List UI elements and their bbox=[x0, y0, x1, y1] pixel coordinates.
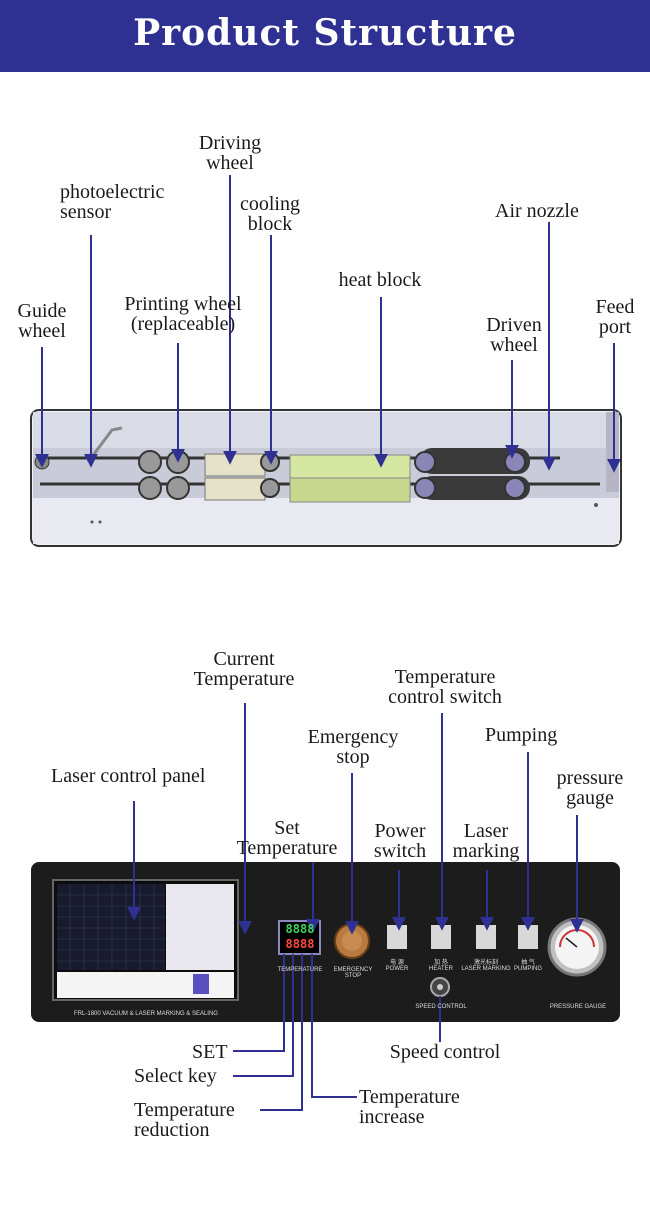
label-temperature-control-switch: Temperature control switch bbox=[388, 666, 502, 708]
label-pumping: Pumping bbox=[485, 724, 558, 746]
panel-emergency-text: EMERGENCY STOP bbox=[333, 967, 373, 979]
label-driving-wheel: Driving wheel bbox=[198, 132, 262, 174]
panel-pumping-text: PUMPING bbox=[513, 966, 542, 972]
page-title: Product Structure bbox=[133, 12, 517, 54]
panel-model-text: FRL-1800 VACUUM & LASER MARKING & SEALIN… bbox=[74, 1011, 218, 1017]
panel-leader-lines bbox=[127, 703, 584, 935]
sealing-machine bbox=[30, 409, 622, 547]
label-set: SET bbox=[192, 1041, 228, 1063]
panel-heater-cn: 加 热 bbox=[434, 960, 448, 966]
label-driven-wheel: Driven wheel bbox=[486, 314, 542, 356]
panel-gauge-text: PRESSURE GAUGE bbox=[549, 1004, 607, 1010]
label-printing-wheel: Printing wheel (replaceable) bbox=[124, 293, 242, 335]
label-guide-wheel: Guide wheel bbox=[17, 300, 67, 342]
machine-leader-lines bbox=[35, 175, 621, 473]
label-emergency-stop: Emergency stop bbox=[307, 726, 399, 768]
label-air-nozzle: Air nozzle bbox=[495, 200, 579, 222]
title-banner: Product Structure bbox=[0, 0, 650, 72]
panel-power-cn: 电 源 bbox=[390, 960, 404, 966]
label-temperature-increase: Temperature increase bbox=[359, 1086, 460, 1128]
label-photoelectric-sensor: photoelectric sensor bbox=[60, 181, 165, 223]
panel-speed-text: SPEED CONTROL bbox=[415, 1004, 467, 1010]
temperature-display-top: 8888 bbox=[285, 922, 315, 936]
panel-pumping-cn: 抽 气 bbox=[521, 960, 535, 966]
temperature-display-bottom: 8888 bbox=[285, 937, 315, 951]
key-callout-lines bbox=[233, 954, 441, 1111]
panel-laser-cn: 激光标刻 bbox=[473, 960, 498, 966]
control-panel bbox=[31, 862, 620, 1022]
label-heat-block: heat block bbox=[338, 269, 422, 291]
label-temperature-reduction: Temperature reduction bbox=[134, 1099, 235, 1141]
label-laser-control-panel: Laser control panel bbox=[51, 765, 206, 787]
label-power-switch: Power switch bbox=[373, 820, 427, 862]
label-feed-port: Feed port bbox=[595, 296, 635, 338]
label-speed-control: Speed control bbox=[389, 1041, 501, 1063]
panel-laser-text: LASER MARKING bbox=[461, 966, 511, 972]
label-select-key: Select key bbox=[134, 1065, 217, 1087]
label-pressure-gauge: pressure gauge bbox=[556, 767, 624, 809]
panel-power-text: POWER bbox=[385, 966, 409, 972]
label-set-temperature: Set Temperature bbox=[236, 817, 338, 859]
label-current-temperature: Current Temperature bbox=[193, 648, 295, 690]
label-cooling-block: cooling block bbox=[240, 193, 300, 235]
panel-temperature-text: TEMPERATURE bbox=[277, 967, 323, 973]
panel-heater-text: HEATER bbox=[429, 966, 453, 972]
label-laser-marking: Laser marking bbox=[452, 820, 520, 862]
